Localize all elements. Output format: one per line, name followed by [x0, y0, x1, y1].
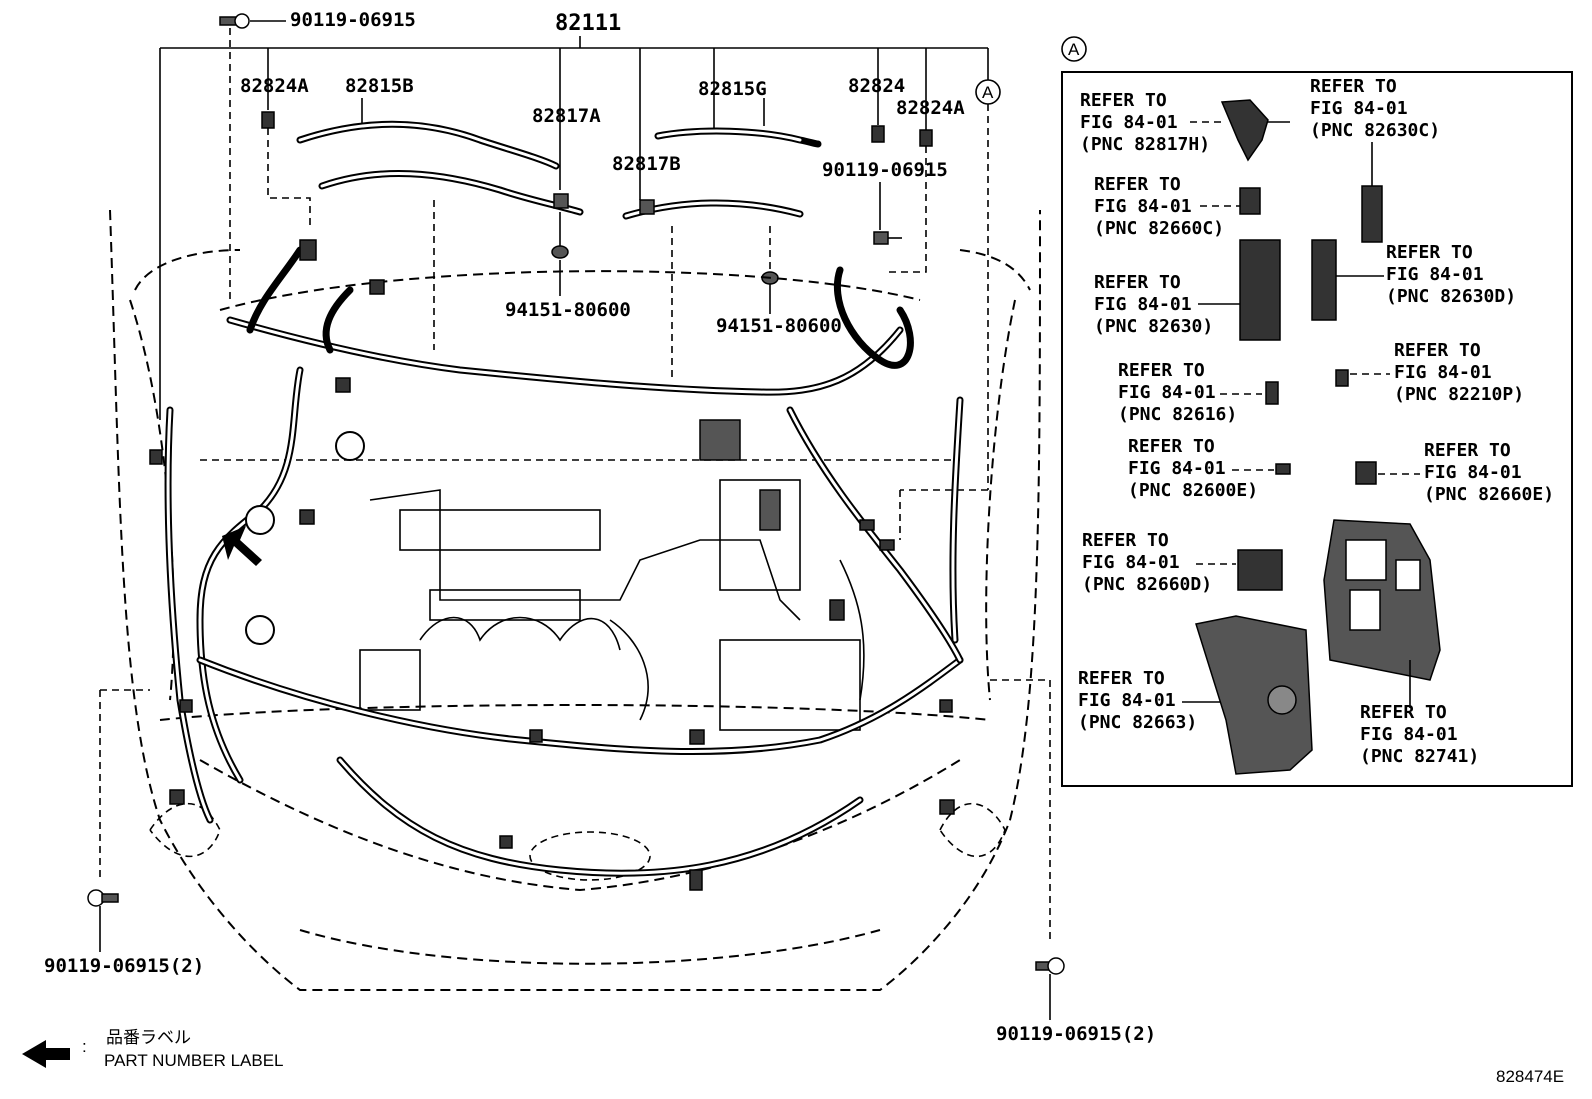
svg-text:REFER TO: REFER TO	[1310, 76, 1397, 97]
svg-text:FIG 84-01: FIG 84-01	[1394, 362, 1492, 383]
bolt-bottom-left	[87, 889, 119, 952]
part-82817A-label: 82817A	[532, 105, 601, 127]
svg-text:FIG 84-01: FIG 84-01	[1094, 294, 1192, 315]
svg-text:FIG 84-01: FIG 84-01	[1360, 724, 1458, 745]
main-part-number: 82111	[555, 11, 621, 36]
svg-text:(PNC 82630D): (PNC 82630D)	[1386, 286, 1516, 307]
svg-text:REFER TO: REFER TO	[1424, 440, 1511, 461]
svg-text:(PNC 82817H): (PNC 82817H)	[1080, 134, 1210, 155]
bolt-bottom-right-label: 90119-06915(2)	[996, 1023, 1156, 1045]
left-arrow-icon	[22, 1040, 70, 1068]
bolt-top-right	[873, 182, 902, 245]
top-labels: 82111 90119-06915 82824A 82815B 82817A 8…	[44, 9, 1156, 1045]
svg-text:A: A	[982, 83, 994, 102]
protector-82817A	[318, 170, 584, 350]
svg-text:(PNC 82210P): (PNC 82210P)	[1394, 384, 1524, 405]
part-82815G-label: 82815G	[698, 78, 767, 100]
svg-text:(PNC 82630): (PNC 82630)	[1094, 316, 1213, 337]
svg-text:REFER TO: REFER TO	[1386, 242, 1473, 263]
legend-ref-82660C: REFER TO FIG 84-01 (PNC 82660C)	[1094, 174, 1261, 239]
protector-82817B	[622, 199, 804, 380]
callout-a-marker: A	[899, 79, 1001, 540]
svg-text:(PNC 82663): (PNC 82663)	[1078, 712, 1197, 733]
legend-marker: A	[1068, 40, 1080, 59]
clip-right-label: 94151-80600	[716, 315, 842, 337]
svg-text:FIG 84-01: FIG 84-01	[1424, 462, 1522, 483]
bolt-top-right-label: 90119-06915	[822, 159, 948, 181]
svg-text:REFER TO: REFER TO	[1118, 360, 1205, 381]
bolt-bottom-left-label: 90119-06915(2)	[44, 955, 204, 977]
legend-ref-82663: REFER TO FIG 84-01 (PNC 82663)	[1078, 615, 1313, 775]
legend-ref-82630D: REFER TO FIG 84-01 (PNC 82630D)	[1311, 239, 1516, 321]
figure-code: 828474E	[1496, 1067, 1564, 1086]
svg-text:REFER TO: REFER TO	[1128, 436, 1215, 457]
clip-left-label: 94151-80600	[505, 299, 631, 321]
engine-sketch	[359, 479, 865, 731]
main-part-bracket	[159, 36, 989, 420]
legend-ref-82600E: REFER TO FIG 84-01 (PNC 82600E)	[1128, 436, 1291, 501]
svg-text:REFER TO: REFER TO	[1360, 702, 1447, 723]
part-number-label-arrow[interactable]	[222, 526, 262, 566]
protector-82815G	[654, 127, 822, 148]
part-82817B-label: 82817B	[612, 153, 681, 175]
bolt-top-left	[219, 13, 286, 300]
part-82824-label: 82824	[848, 75, 905, 97]
svg-text:REFER TO: REFER TO	[1094, 174, 1181, 195]
svg-text:FIG 84-01: FIG 84-01	[1310, 98, 1408, 119]
main-harness	[164, 246, 964, 877]
svg-text:(PNC 82741): (PNC 82741)	[1360, 746, 1479, 767]
svg-text:(PNC 82616): (PNC 82616)	[1118, 404, 1237, 425]
legend-ref-82741: REFER TO FIG 84-01 (PNC 82741)	[1323, 519, 1479, 767]
note-separator: :	[82, 1037, 87, 1056]
note-english: PART NUMBER LABEL	[104, 1051, 284, 1070]
svg-text:REFER TO: REFER TO	[1394, 340, 1481, 361]
legend-ref-82616: REFER TO FIG 84-01 (PNC 82616)	[1118, 360, 1279, 425]
part-82815B-label: 82815B	[345, 75, 414, 97]
legend-ref-82630: REFER TO FIG 84-01 (PNC 82630)	[1094, 239, 1281, 341]
svg-text:(PNC 82660E): (PNC 82660E)	[1424, 484, 1554, 505]
svg-text:FIG 84-01: FIG 84-01	[1078, 690, 1176, 711]
connectors	[149, 239, 955, 891]
part-number-label-note: : 品番ラベル PART NUMBER LABEL	[22, 1028, 284, 1070]
svg-text:FIG 84-01: FIG 84-01	[1386, 264, 1484, 285]
note-japanese: 品番ラベル	[106, 1028, 191, 1047]
svg-text:REFER TO: REFER TO	[1078, 668, 1165, 689]
svg-text:(PNC 82600E): (PNC 82600E)	[1128, 480, 1258, 501]
svg-text:REFER TO: REFER TO	[1094, 272, 1181, 293]
protector-82815B	[296, 120, 560, 170]
legend-ref-82630C: REFER TO FIG 84-01 (PNC 82630C)	[1310, 76, 1440, 243]
clip-94151-left	[551, 212, 569, 296]
svg-text:FIG 84-01: FIG 84-01	[1128, 458, 1226, 479]
legend-ref-82660D: REFER TO FIG 84-01 (PNC 82660D)	[1082, 530, 1283, 595]
svg-text:(PNC 82630C): (PNC 82630C)	[1310, 120, 1440, 141]
bolt-top-left-label: 90119-06915	[290, 9, 416, 31]
svg-text:REFER TO: REFER TO	[1080, 90, 1167, 111]
clips-top	[261, 111, 933, 273]
svg-text:FIG 84-01: FIG 84-01	[1118, 382, 1216, 403]
bolt-bottom-right	[1035, 957, 1065, 1020]
svg-text:FIG 84-01: FIG 84-01	[1082, 552, 1180, 573]
legend-ref-82817H: REFER TO FIG 84-01 (PNC 82817H)	[1080, 90, 1290, 162]
legend-box: A	[1061, 36, 1573, 787]
part-82824A-right-label: 82824A	[896, 97, 965, 119]
svg-text:FIG 84-01: FIG 84-01	[1094, 196, 1192, 217]
part-82824A-left-label: 82824A	[240, 75, 309, 97]
svg-text:REFER TO: REFER TO	[1082, 530, 1169, 551]
legend-ref-82210P: REFER TO FIG 84-01 (PNC 82210P)	[1335, 340, 1524, 405]
svg-text:FIG 84-01: FIG 84-01	[1080, 112, 1178, 133]
svg-text:(PNC 82660D): (PNC 82660D)	[1082, 574, 1212, 595]
svg-text:(PNC 82660C): (PNC 82660C)	[1094, 218, 1224, 239]
legend-ref-82660E: REFER TO FIG 84-01 (PNC 82660E)	[1355, 440, 1554, 505]
